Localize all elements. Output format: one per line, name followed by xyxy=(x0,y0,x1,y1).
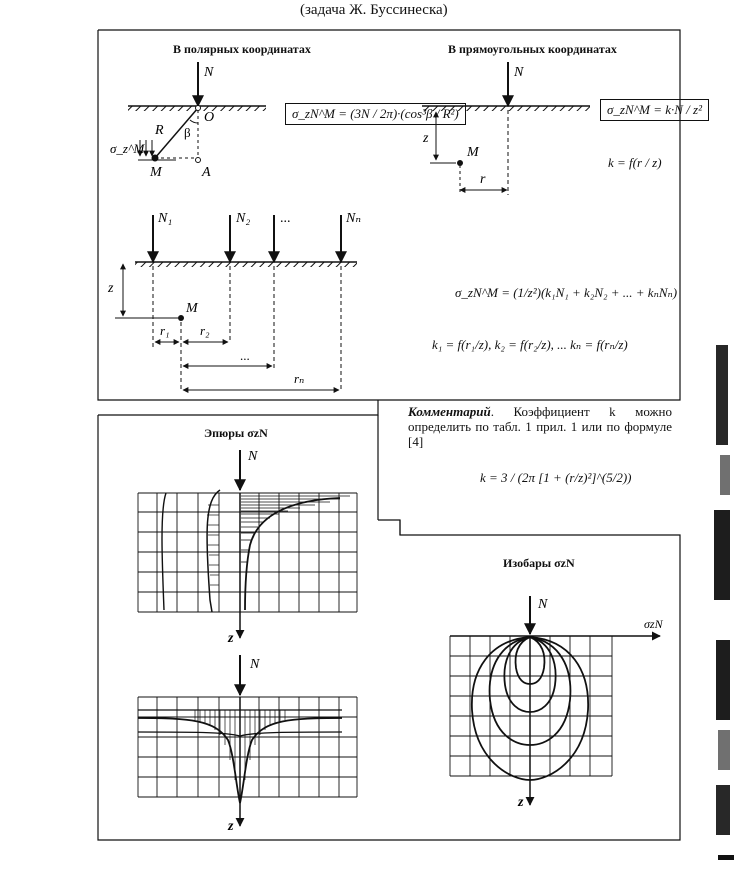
label-sigma: σ_z^M xyxy=(110,141,145,156)
comment-block: Комментарий. Коэффициент k можно определ… xyxy=(408,404,672,449)
rect-label-r: r xyxy=(480,172,486,187)
epure-bottom-label-z: z xyxy=(227,819,234,834)
label-nn: Nₙ xyxy=(345,211,361,226)
isobar-label-sigma: σzN xyxy=(644,617,664,631)
comment-formula: k = 3 / (2π [1 + (r/z)²]^(5/2)) xyxy=(480,470,632,485)
label-n1: N₁ xyxy=(157,211,172,226)
rect-diagram: N z M r xyxy=(422,62,590,195)
isobars-heading: Изобары σzN xyxy=(503,556,575,570)
epure-top-label-n: N xyxy=(247,449,258,464)
polar-heading: В полярных координатах xyxy=(173,42,311,56)
label-r1: r₁ xyxy=(160,323,170,338)
label-r: R xyxy=(154,123,164,138)
comment-label: Комментарий xyxy=(408,404,491,419)
comment-text: . Коэффициент k можно определить по табл… xyxy=(408,404,672,449)
polar-formula-box: σ_zN^M = (3N / 2π)·(cos³β / R²) xyxy=(285,103,466,125)
k-function-formula: k = f(r / z) xyxy=(608,155,662,170)
label-a: A xyxy=(201,165,211,180)
isobar-diagram: N σzN z xyxy=(449,596,664,810)
label-o: O xyxy=(204,110,214,125)
k-list-formula: k₁ = f(r₁/z), k₂ = f(r₂/z), ... kₙ = f(r… xyxy=(432,337,628,352)
label-n: N xyxy=(203,65,214,80)
label-dots: ... xyxy=(280,211,291,226)
page-title: (задача Ж. Буссинеска) xyxy=(300,2,448,18)
isobar-label-n: N xyxy=(537,597,548,612)
multi-label-z: z xyxy=(107,281,114,296)
epure-top-diagram: N z xyxy=(137,449,358,646)
label-n2: N₂ xyxy=(235,211,250,226)
rect-label-m: M xyxy=(466,145,480,160)
label-beta: β xyxy=(184,125,191,140)
scan-artifacts xyxy=(714,345,734,860)
sum-formula: σ_zN^M = (1/z²)(k₁N₁ + k₂N₂ + ... + kₙNₙ… xyxy=(455,285,678,300)
frame-outlines xyxy=(97,29,681,841)
isobar-label-z: z xyxy=(517,795,524,810)
rect-label-n: N xyxy=(513,65,524,80)
polar-diagram: N O R β M A σ_z^M xyxy=(110,62,266,180)
multi-label-m: M xyxy=(185,301,199,316)
label-r2: r₂ xyxy=(200,323,210,338)
epure-bottom-diagram: N z xyxy=(137,655,358,834)
label-rn: rₙ xyxy=(294,371,304,386)
rect-formula-box: σ_zN^M = k·N / z² xyxy=(600,99,709,121)
label-m: M xyxy=(149,165,163,180)
rect-label-z: z xyxy=(422,131,429,146)
rect-heading: В прямоугольных координатах xyxy=(448,42,617,56)
multi-force-diagram: N₁ N₂ ... Nₙ z M r₁ r₂ ... rₙ xyxy=(107,211,361,393)
label-dots-2: ... xyxy=(240,348,250,363)
epure-top-label-z: z xyxy=(227,631,234,646)
epures-heading: Эпюры σzN xyxy=(204,426,268,440)
epure-bottom-label-n: N xyxy=(249,657,260,672)
